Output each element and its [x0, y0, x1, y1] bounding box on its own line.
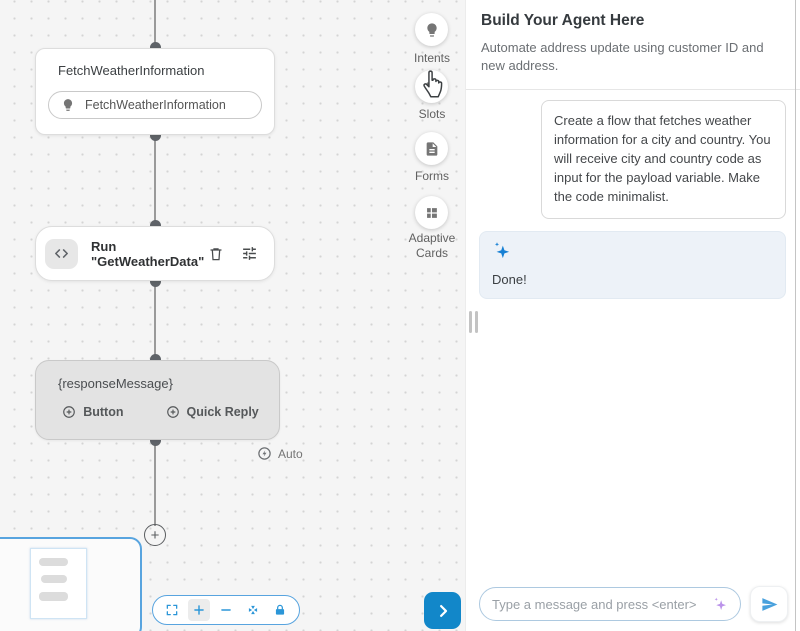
- lightbulb-icon: [61, 98, 75, 112]
- plus-icon: +: [150, 526, 160, 544]
- panel-title: Build Your Agent Here: [481, 12, 645, 29]
- chat-input-container[interactable]: [479, 587, 741, 621]
- chat-input-row: [466, 586, 800, 622]
- panel-header: Build Your Agent Here Automate address u…: [466, 0, 800, 91]
- sparkle-icon: [492, 241, 512, 261]
- circle-plus-icon: [166, 405, 180, 419]
- intent-node[interactable]: FetchWeatherInformation FetchWeatherInfo…: [35, 48, 275, 135]
- form-document-icon: [424, 141, 440, 157]
- palette-label-intents: Intents: [413, 51, 451, 65]
- minimap-node: [41, 575, 67, 583]
- flow-connector: [154, 440, 156, 526]
- add-quick-reply-button[interactable]: Quick Reply: [166, 405, 259, 419]
- port-dot: [150, 276, 161, 287]
- auto-bolt-icon: [257, 446, 272, 461]
- chat-area[interactable]: Create a flow that fetches weather infor…: [466, 90, 800, 586]
- port-dot: [150, 435, 161, 446]
- port-dot: [150, 220, 161, 231]
- fit-screen-icon[interactable]: [161, 599, 183, 621]
- palette-label-adaptive-cards: Adaptive Cards: [408, 231, 456, 260]
- palette-item-intents[interactable]: [415, 13, 448, 46]
- flow-connector: [154, 135, 156, 226]
- zoom-out-icon[interactable]: [215, 599, 237, 621]
- auto-badge[interactable]: Auto: [257, 446, 303, 461]
- add-button-button[interactable]: Button: [62, 405, 124, 419]
- port-dot: [150, 130, 161, 141]
- chevron-right-icon: [434, 602, 452, 620]
- lightbulb-icon: [424, 22, 440, 38]
- flow-connector: [154, 0, 156, 48]
- panel-resize-handle[interactable]: [469, 311, 478, 333]
- action-node[interactable]: Run "GetWeatherData": [35, 226, 275, 281]
- palette-item-forms[interactable]: [415, 132, 448, 165]
- response-message-title: {responseMessage}: [58, 376, 173, 391]
- expand-panel-button[interactable]: [424, 592, 461, 629]
- intent-chip-label: FetchWeatherInformation: [85, 98, 226, 112]
- code-icon: [45, 238, 78, 269]
- palette-item-adaptive-cards[interactable]: [415, 196, 448, 229]
- panel-subtitle: Automate address update using customer I…: [481, 40, 764, 74]
- flow-canvas[interactable]: FetchWeatherInformation FetchWeatherInfo…: [0, 0, 465, 631]
- auto-badge-label: Auto: [278, 446, 303, 461]
- flow-connector: [154, 281, 156, 360]
- add-quick-reply-label: Quick Reply: [186, 405, 259, 419]
- add-button-label: Button: [83, 405, 124, 419]
- minimap[interactable]: [0, 537, 142, 631]
- adaptive-cards-icon: [424, 205, 440, 221]
- ai-sparkle-icon[interactable]: [711, 595, 729, 613]
- intent-chip[interactable]: FetchWeatherInformation: [48, 91, 262, 119]
- assistant-message-text: Done!: [492, 271, 527, 287]
- hand-cursor-icon: [417, 63, 451, 106]
- settings-tune-icon[interactable]: [241, 245, 258, 262]
- palette-label-forms: Forms: [415, 169, 449, 183]
- intent-node-title: FetchWeatherInformation: [58, 63, 205, 78]
- minimap-node: [39, 558, 68, 566]
- send-icon: [760, 595, 779, 614]
- canvas-zoom-toolbar: [152, 595, 300, 625]
- send-button[interactable]: [750, 586, 788, 622]
- user-message-bubble: Create a flow that fetches weather infor…: [541, 100, 786, 219]
- lock-icon[interactable]: [269, 599, 291, 621]
- response-message-node[interactable]: {responseMessage} Button Quick Reply: [35, 360, 280, 440]
- chat-message-input[interactable]: [492, 596, 711, 612]
- port-dot: [150, 42, 161, 53]
- palette-label-slots: Slots: [418, 107, 446, 121]
- agent-builder-panel: Build Your Agent Here Automate address u…: [465, 0, 800, 631]
- action-node-title: Run "GetWeatherData": [91, 238, 205, 269]
- user-message-text: Create a flow that fetches weather infor…: [554, 113, 771, 204]
- add-node-button[interactable]: +: [144, 524, 166, 546]
- delete-icon[interactable]: [208, 245, 224, 262]
- center-view-icon[interactable]: [242, 599, 264, 621]
- minimap-viewport: [30, 548, 87, 619]
- zoom-in-icon[interactable]: [188, 599, 211, 621]
- minimap-node: [39, 592, 68, 601]
- panel-scrollbar[interactable]: [795, 0, 796, 631]
- port-dot: [150, 354, 161, 365]
- assistant-message-bubble: Done!: [479, 230, 786, 299]
- circle-plus-icon: [62, 405, 76, 419]
